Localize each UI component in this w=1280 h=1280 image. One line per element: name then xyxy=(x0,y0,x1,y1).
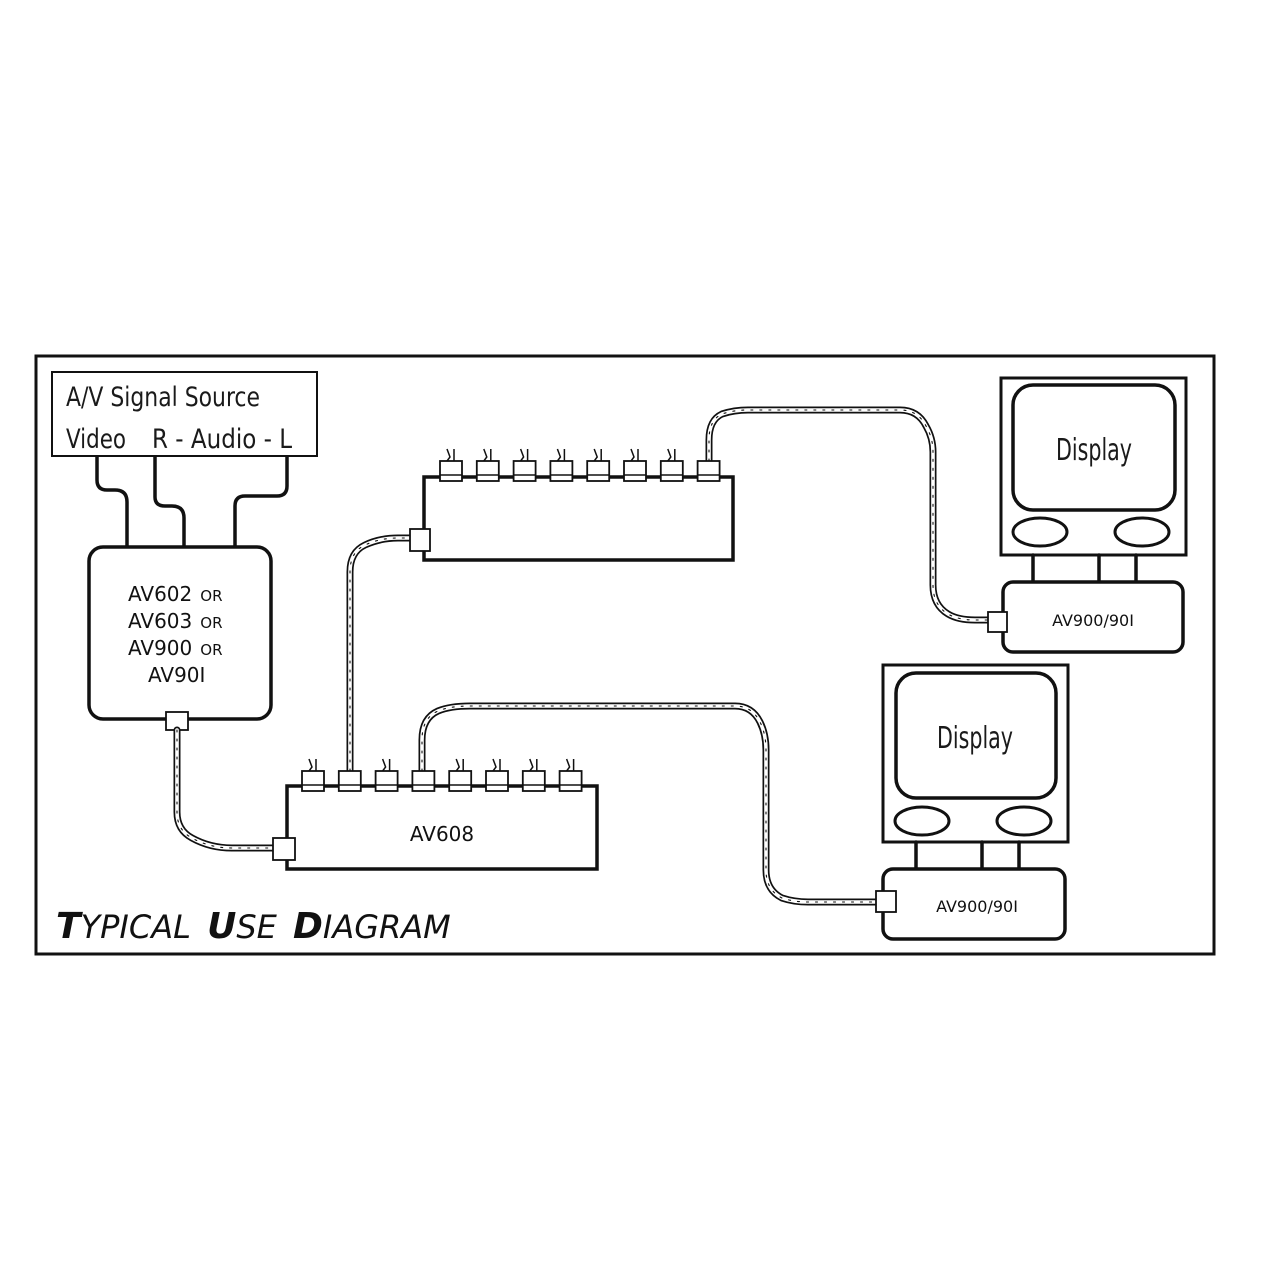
audio-left-lead xyxy=(233,455,289,550)
av608-input-connector xyxy=(272,837,296,861)
display-1-screen xyxy=(1011,383,1177,512)
splitter-top-body xyxy=(422,475,735,562)
splitter-top-port-6 xyxy=(623,448,647,482)
converter-line-4: AV90I xyxy=(148,663,205,687)
splitter-top-port-8 xyxy=(696,460,721,482)
receiver-2-input-connector xyxy=(875,890,897,913)
receiver-1-label: AV900/90I xyxy=(1052,611,1134,630)
display-2-leads xyxy=(914,840,1021,871)
bnc-pin-icon xyxy=(556,448,566,462)
receiver-1: Display AV900/90I xyxy=(987,376,1188,654)
cable-av608-to-splitter xyxy=(346,534,414,775)
bnc-pin-icon xyxy=(519,448,529,462)
bnc-pin-icon xyxy=(565,758,575,772)
bnc-pin-icon xyxy=(483,448,492,462)
splitter-top-port-1 xyxy=(439,448,463,482)
av608-port-4 xyxy=(411,770,436,792)
av608-port-3 xyxy=(374,758,399,792)
receiver-1-input-connector xyxy=(987,611,1008,633)
bnc-pin-icon xyxy=(455,758,464,772)
bnc-pin-icon xyxy=(667,448,676,462)
bnc-pin-icon xyxy=(492,758,501,772)
splitter-top-port-4 xyxy=(549,448,574,482)
display-2-speaker-right xyxy=(995,805,1053,837)
source-title: A/V Signal Source xyxy=(66,382,260,413)
receiver-2: Display AV900/90I xyxy=(875,663,1070,941)
splitter-top xyxy=(409,448,735,562)
source-box xyxy=(51,371,318,457)
bnc-pin-icon xyxy=(593,448,602,462)
display-2-label: Display xyxy=(937,721,1013,756)
display-1-label: Display xyxy=(1056,433,1132,468)
bnc-pin-icon xyxy=(446,448,455,462)
splitter-top-port-3 xyxy=(512,448,537,482)
splitter-top-port-5 xyxy=(586,448,611,482)
converter-box xyxy=(87,545,273,721)
av608-port-8 xyxy=(558,758,583,792)
av608-port-2 xyxy=(337,770,362,792)
splitter-top-input-connector xyxy=(409,528,431,552)
source-video-label: Video xyxy=(66,424,126,455)
cable-av608-to-receiver-2 xyxy=(418,702,880,906)
audio-right-lead xyxy=(153,455,186,550)
splitter-top-port-2 xyxy=(475,448,500,482)
display-2-speaker-left xyxy=(893,805,951,837)
video-lead xyxy=(95,455,129,550)
source-leads xyxy=(95,455,289,550)
display-1-speaker-left xyxy=(1011,516,1069,548)
av608-port-5 xyxy=(448,758,473,792)
splitter-top-port-7 xyxy=(659,448,684,482)
diagram-title: TYPICAL USE DIAGRAM xyxy=(56,906,451,947)
bnc-pin-icon xyxy=(529,758,538,772)
bnc-pin-icon xyxy=(308,758,317,772)
bnc-pin-icon xyxy=(630,448,639,462)
av608-port-6 xyxy=(485,758,509,792)
splitter-av608: AV608 xyxy=(272,758,599,871)
cables xyxy=(173,406,994,906)
receiver-2-label: AV900/90I xyxy=(936,897,1018,916)
cable-splitter-to-receiver-1 xyxy=(705,406,994,624)
display-1-leads xyxy=(1031,553,1138,584)
av608-body xyxy=(285,784,599,871)
av608-ports xyxy=(301,758,583,792)
display-1-speaker-right xyxy=(1113,516,1171,548)
source-audio-label: R - Audio - L xyxy=(152,424,292,455)
splitter-top-ports xyxy=(439,448,721,482)
av608-label: AV608 xyxy=(410,822,474,846)
cable-converter-to-av608 xyxy=(173,726,279,852)
av608-port-7 xyxy=(521,758,546,792)
bnc-pin-icon xyxy=(381,758,391,772)
av-signal-source: A/V Signal Source Video R - Audio - L xyxy=(51,371,318,457)
display-2-screen xyxy=(894,671,1058,800)
av608-port-1 xyxy=(301,758,325,792)
